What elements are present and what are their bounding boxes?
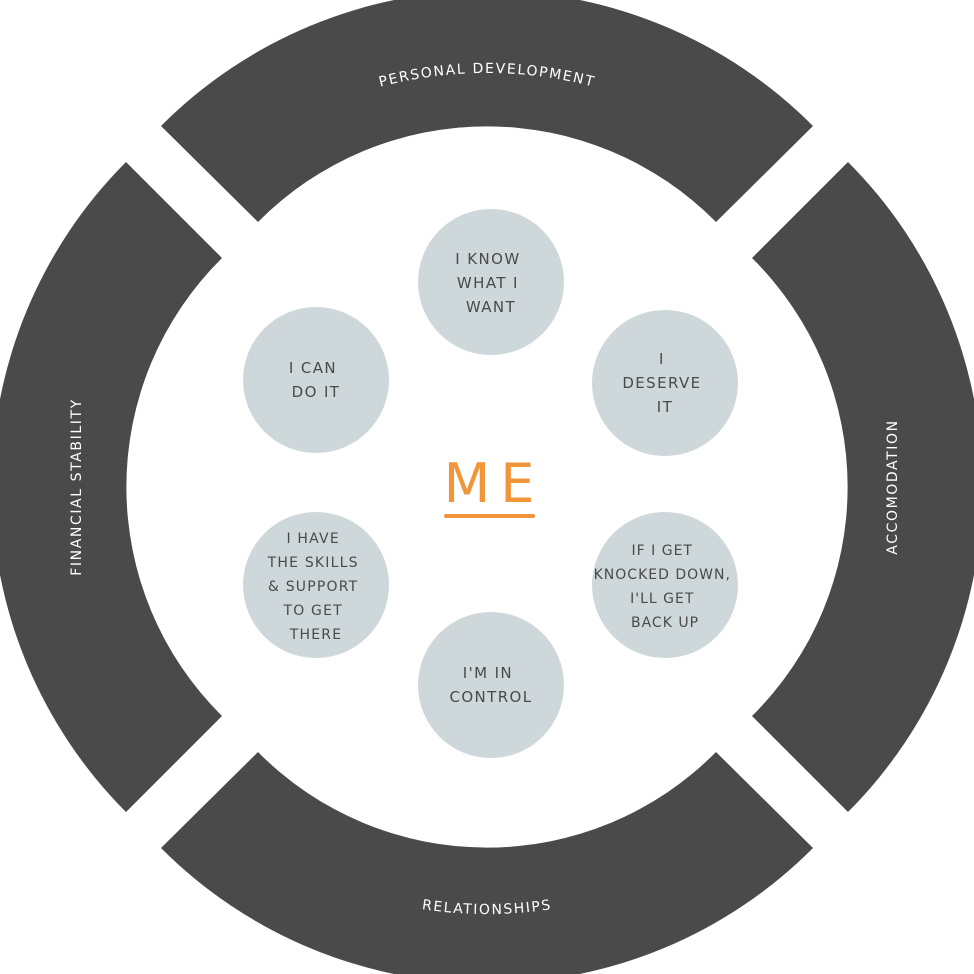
- segment-label-relationships: RELATIONSHIPS: [421, 897, 553, 918]
- bubble-line: DO IT: [292, 383, 341, 401]
- bubble-line: I'LL GET: [630, 591, 694, 607]
- svg-text:I CAN DO IT: I CAN DO IT: [289, 359, 343, 401]
- affirmation-bubbles: I KNOW WHAT I WANT I DESERVE IT IF I GET…: [243, 209, 738, 758]
- svg-text:I'M IN CONTROL: I'M IN CONTROL: [449, 664, 532, 706]
- center-me: ME: [444, 452, 545, 518]
- bubble-line: I KNOW: [455, 250, 520, 268]
- bubble-line: I CAN: [289, 359, 337, 377]
- svg-text:I DESERVE IT: I DESERVE IT: [622, 350, 707, 416]
- svg-text:I HAVE THE SKILLS: I HAVE THE SKILLS & SUPPORT TO GET THERE: [267, 531, 365, 643]
- center-underline: [444, 514, 535, 518]
- bubble-deserve-it: I DESERVE IT: [592, 310, 738, 456]
- bubble-line: THERE: [289, 627, 343, 643]
- bubble-line: I: [659, 350, 665, 368]
- svg-text:IF I GET KNOCKED DOWN,: IF I GET KNOCKED DOWN, I'LL GET BACK UP: [594, 543, 737, 631]
- ring-segment-financial-stability: [0, 162, 222, 812]
- segment-label-accomodation: ACCOMODATION: [885, 419, 901, 554]
- bubble-in-control: I'M IN CONTROL: [418, 612, 564, 758]
- bubble-line: CONTROL: [449, 688, 532, 706]
- bubble-line: WHAT I: [457, 274, 519, 292]
- bubble-line: IF I GET: [632, 543, 693, 559]
- bubble-line: I HAVE: [286, 531, 339, 547]
- bubble-know-what-i-want: I KNOW WHAT I WANT: [418, 209, 564, 355]
- bubble-line: I'M IN: [463, 664, 513, 682]
- bubble-skills-support: I HAVE THE SKILLS & SUPPORT TO GET THERE: [243, 512, 389, 658]
- bubble-line: TO GET: [282, 603, 342, 619]
- bubble-line: THE SKILLS: [267, 555, 359, 571]
- segment-label-financial-stability: FINANCIAL STABILITY: [69, 398, 85, 576]
- ring-segment-accomodation: [752, 162, 974, 812]
- svg-text:I KNOW WHAT I: I KNOW WHAT I WANT: [455, 250, 526, 316]
- bubble-line: DESERVE: [622, 374, 701, 392]
- bubble-line: IT: [657, 398, 673, 416]
- bubble-line: KNOCKED DOWN,: [594, 567, 731, 583]
- bubble-line: & SUPPORT: [268, 579, 358, 595]
- bubble-can-do-it: I CAN DO IT: [243, 307, 389, 453]
- bubble-knocked-down: IF I GET KNOCKED DOWN, I'LL GET BACK UP: [592, 512, 738, 658]
- ring-segment-personal-development: [161, 0, 813, 222]
- bubble-line: BACK UP: [631, 615, 699, 631]
- ring-segment-relationships: [161, 752, 813, 974]
- bubble-line: WANT: [466, 298, 516, 316]
- center-title: ME: [444, 452, 545, 515]
